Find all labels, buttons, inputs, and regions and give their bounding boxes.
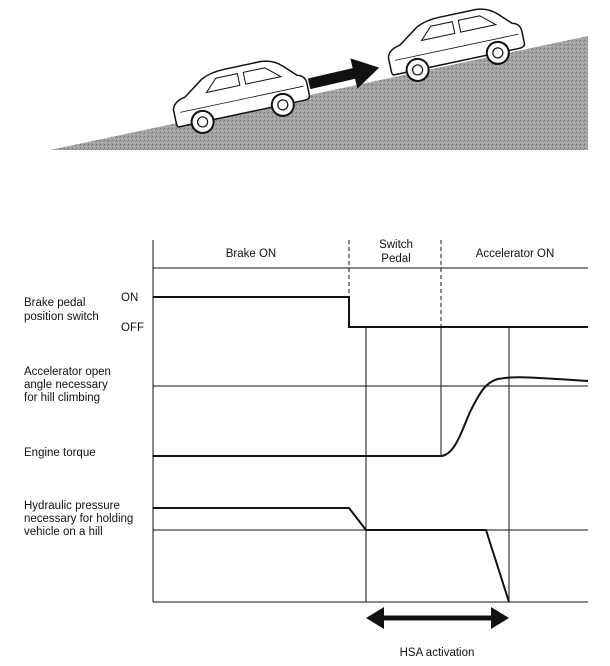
- brake-switch-state-on: ON: [121, 292, 138, 304]
- brake-switch-label-line1: Brake pedal: [24, 297, 85, 309]
- phase-headers: Brake ON Switch Pedal Accelerator ON: [226, 239, 555, 265]
- hydraulic-label-line2: necessary for holding: [24, 513, 133, 525]
- brake-switch-state-off: OFF: [121, 322, 144, 334]
- accel-angle-label-line2: angle necessary: [24, 379, 108, 391]
- engine-torque-label: Engine torque: [24, 447, 96, 459]
- slope-illustration: [50, 8, 588, 150]
- phase-switch-pedal-line2: Pedal: [381, 253, 410, 265]
- hsa-activation-label: HSA activation: [400, 647, 475, 659]
- hydraulic-label-line3: vehicle on a hill: [24, 526, 103, 538]
- car-icon: [387, 8, 526, 82]
- phase-switch-pedal-line1: Switch: [379, 239, 413, 251]
- brake-switch-label-line2: position switch: [24, 311, 99, 323]
- brake-switch-signal: [153, 296, 588, 328]
- phase-brake-on: Brake ON: [226, 248, 277, 260]
- hydraulic-pressure-signal: [153, 507, 510, 603]
- signal-labels: Brake pedal position switch ON OFF Accel…: [24, 292, 474, 659]
- car-icon: [172, 60, 311, 134]
- phase-accelerator-on: Accelerator ON: [476, 248, 555, 260]
- hsa-activation-arrow: [366, 607, 509, 629]
- engine-torque-signal: [153, 376, 589, 457]
- hydraulic-label-line1: Hydraulic pressure: [24, 500, 120, 512]
- accel-angle-label-line3: for hill climbing: [24, 392, 100, 404]
- accel-angle-label-line1: Accelerator open: [24, 366, 111, 378]
- arrow-right-icon: [307, 58, 380, 90]
- timing-chart: [152, 240, 589, 629]
